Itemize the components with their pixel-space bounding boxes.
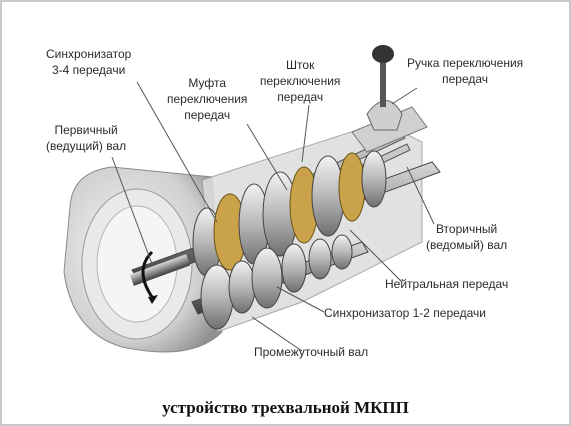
label-sync-34-line1: Синхронизатор — [46, 47, 132, 61]
label-clutch-line1: Муфта — [188, 76, 227, 90]
label-clutch-line2: переключения — [167, 92, 248, 106]
label-rod-line1: Шток — [286, 58, 315, 72]
label-secondary-shaft: Вторичный (ведомый) вал — [426, 221, 507, 253]
rotation-arrow — [141, 250, 154, 298]
label-primary-line2: (ведущий) вал — [46, 139, 127, 153]
main-gears — [192, 150, 387, 277]
gear-lever — [351, 45, 428, 153]
label-countershaft: Промежуточный вал — [254, 345, 369, 359]
label-secondary-line2: (ведомый) вал — [426, 238, 508, 252]
label-clutch-line3: передач — [184, 108, 231, 122]
label-sync-34: Синхронизатор 3-4 передачи — [46, 46, 131, 78]
label-primary-line1: Первичный — [54, 123, 118, 137]
counter-gears — [200, 234, 353, 330]
label-primary-shaft: Первичный (ведущий) вал — [46, 122, 126, 154]
label-rod-line2: переключения — [260, 74, 341, 88]
label-lever-line2: передач — [442, 72, 489, 86]
label-secondary-line1: Вторичный — [435, 222, 498, 236]
label-shift-rod: Шток переключения передач — [260, 57, 340, 105]
leader-lines — [111, 81, 435, 352]
caption: устройство трехвальной МКПП — [162, 398, 409, 417]
label-shift-clutch: Муфта переключения передач — [167, 75, 247, 123]
label-gear-lever: Ручка переключения передач — [407, 55, 523, 87]
label-rod-line3: передач — [277, 90, 324, 104]
label-neutral-gear: Нейтральная передач — [385, 277, 509, 291]
label-sync-12: Синхронизатор 1-2 передачи — [324, 306, 486, 320]
label-sync-34-line2: 3-4 передачи — [51, 63, 126, 77]
label-lever-line1: Ручка переключения — [407, 56, 524, 70]
